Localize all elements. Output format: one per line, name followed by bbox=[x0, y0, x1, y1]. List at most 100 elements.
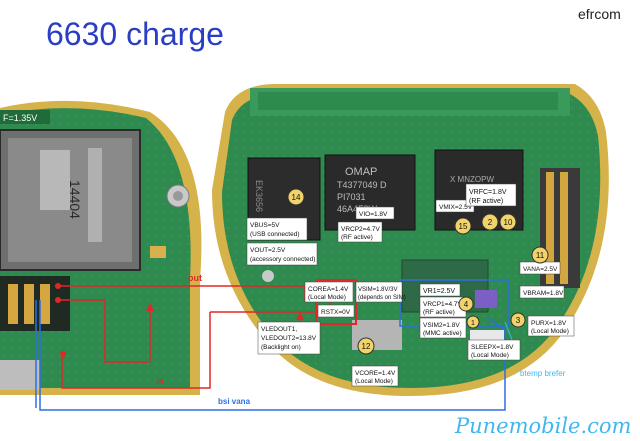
wire-node-out bbox=[55, 283, 61, 289]
display-connector-inner bbox=[258, 92, 558, 110]
marker-11-label: 11 bbox=[536, 251, 545, 260]
vout-line1: VOUT=2.5V bbox=[250, 247, 286, 254]
sleepx-line1: SLEEPX=1.8V bbox=[471, 344, 514, 351]
arrow-up bbox=[146, 303, 154, 311]
left-screw-center bbox=[173, 191, 183, 201]
wire-bsi bbox=[39, 300, 506, 411]
vbus-line2: (USB connected) bbox=[250, 231, 300, 238]
vrfc-line2: (RF active) bbox=[469, 198, 503, 205]
vrcp1-line1: VRCP1=4.7V bbox=[423, 301, 463, 308]
purx-callout bbox=[527, 315, 575, 337]
numbered-markers: 14 15 2 10 11 4 3 1 12 bbox=[287, 188, 549, 355]
wire-mid bbox=[58, 299, 150, 363]
page-title: 6630 charge bbox=[46, 16, 224, 52]
marker-15 bbox=[454, 217, 472, 235]
marker-1 bbox=[466, 315, 480, 329]
marker-12-label: 12 bbox=[362, 342, 371, 351]
wire-node bbox=[60, 351, 66, 357]
rstx-label: RSTX=0V bbox=[321, 309, 351, 316]
marker-2-label: 2 bbox=[488, 218, 493, 227]
marker-1-label: 1 bbox=[471, 320, 475, 327]
vbus-callout bbox=[246, 217, 308, 241]
vcore-line1: VCORE=1.4V bbox=[355, 370, 396, 377]
vrfc-callout bbox=[465, 183, 517, 207]
vmix-label: VMIX=2.5V bbox=[439, 204, 473, 211]
vbus-line1: VBUS=5V bbox=[250, 222, 280, 229]
sleepx-callout bbox=[467, 339, 521, 361]
vrcp2-line1: VRCP2=4.7V bbox=[341, 226, 381, 233]
marker-10-label: 10 bbox=[504, 218, 513, 227]
vout-callout bbox=[246, 242, 318, 266]
vrfc-line1: VRFC=1.8V bbox=[469, 189, 507, 196]
left-voltage-tag: F=1.35V bbox=[3, 113, 37, 123]
usb-connector bbox=[0, 360, 40, 390]
side-connector-pins-b bbox=[560, 172, 568, 284]
watermark: Punemobile.com bbox=[455, 414, 632, 438]
vledout-line3: (Backlight on) bbox=[261, 344, 301, 351]
vbram-label: VBRAM=1.8V bbox=[523, 290, 564, 297]
vsim-line1: VSIM=1.8V/3V bbox=[358, 287, 398, 293]
purple-component bbox=[475, 290, 497, 308]
marker-4-label: 4 bbox=[464, 300, 469, 309]
vledout-line2: VLEDOUT2=13.8V bbox=[261, 335, 317, 342]
callouts: VBUS=5V (USB connected) VOUT=2.5V (acces… bbox=[246, 183, 575, 387]
vsim2-line1: VSIM2=1.8V bbox=[423, 322, 460, 329]
out-label: out bbox=[188, 273, 202, 283]
omap-line2: T4377049 D bbox=[337, 180, 387, 190]
marker-15-label: 15 bbox=[459, 222, 468, 231]
vrcp2-callout bbox=[337, 221, 383, 243]
left-component bbox=[150, 246, 166, 258]
wire-in bbox=[61, 312, 211, 389]
battery-pin-1 bbox=[8, 284, 18, 324]
omap-line1: OMAP bbox=[345, 166, 377, 178]
vsim-line2: (depends on SIM) bbox=[358, 295, 406, 301]
left-board: F=1.35V 14404 bbox=[0, 100, 202, 395]
vbram-callout bbox=[519, 285, 565, 299]
vsim2-callout bbox=[419, 317, 467, 339]
vout-line2: (accessory connected) bbox=[250, 256, 315, 263]
sim-contact-block bbox=[40, 150, 70, 210]
marker-14 bbox=[287, 188, 305, 206]
marker-11 bbox=[531, 246, 549, 264]
vio-callout bbox=[355, 206, 395, 220]
right-ic-marking: X MNZOPW bbox=[450, 175, 494, 184]
vsim2-line2: (MMC active) bbox=[423, 330, 462, 337]
vledout-callout bbox=[257, 321, 321, 355]
vrcp2-line2: (RF active) bbox=[341, 234, 373, 241]
wire-btemp bbox=[487, 317, 506, 331]
vsim-callout bbox=[355, 281, 403, 303]
marker-14-label: 14 bbox=[292, 193, 301, 202]
purx-line1: PURX=1.8V bbox=[531, 320, 567, 327]
vcore-line2: (Local Mode) bbox=[355, 378, 393, 385]
marker-4 bbox=[458, 296, 474, 312]
left-chip-marking: 14404 bbox=[67, 180, 83, 219]
marker-3-label: 3 bbox=[516, 316, 521, 325]
bsi-label: bsi vana bbox=[218, 397, 251, 406]
vio-label: VIO=1.8V bbox=[359, 211, 388, 218]
wire-node-mid bbox=[55, 297, 61, 303]
purx-line2: (Local Mode) bbox=[531, 328, 569, 335]
corea-callout bbox=[304, 281, 354, 303]
rstx-callout bbox=[317, 304, 355, 318]
vcore-callout bbox=[351, 365, 399, 387]
in-label: in bbox=[156, 376, 164, 386]
left-tag-bg bbox=[0, 110, 50, 124]
sleepx-line2: (Local Mode) bbox=[471, 352, 509, 359]
corea-line1: COREA=1.4V bbox=[308, 286, 349, 293]
marker-3 bbox=[510, 312, 526, 328]
omap-line3: PI7031 bbox=[337, 192, 366, 202]
vana-label: VANA=2.5V bbox=[523, 266, 558, 273]
right-screw bbox=[262, 270, 274, 282]
side-connector-pins-a bbox=[546, 172, 554, 284]
vrcp1-line2: (RF active) bbox=[423, 309, 455, 316]
battery-pin-3 bbox=[40, 284, 50, 324]
btemp-label: btemp brefer bbox=[520, 369, 566, 378]
right-board: EK3656 OMAP T4377049 D PI7031 46A4F8W X … bbox=[212, 84, 609, 396]
vr1-label: VR1=2.5V bbox=[423, 288, 455, 295]
marker-10 bbox=[499, 213, 517, 231]
vledout-line1: VLEDOUT1, bbox=[261, 326, 297, 333]
brand-label: efrcom bbox=[578, 6, 621, 22]
left-ic-marking: EK3656 bbox=[254, 180, 264, 212]
